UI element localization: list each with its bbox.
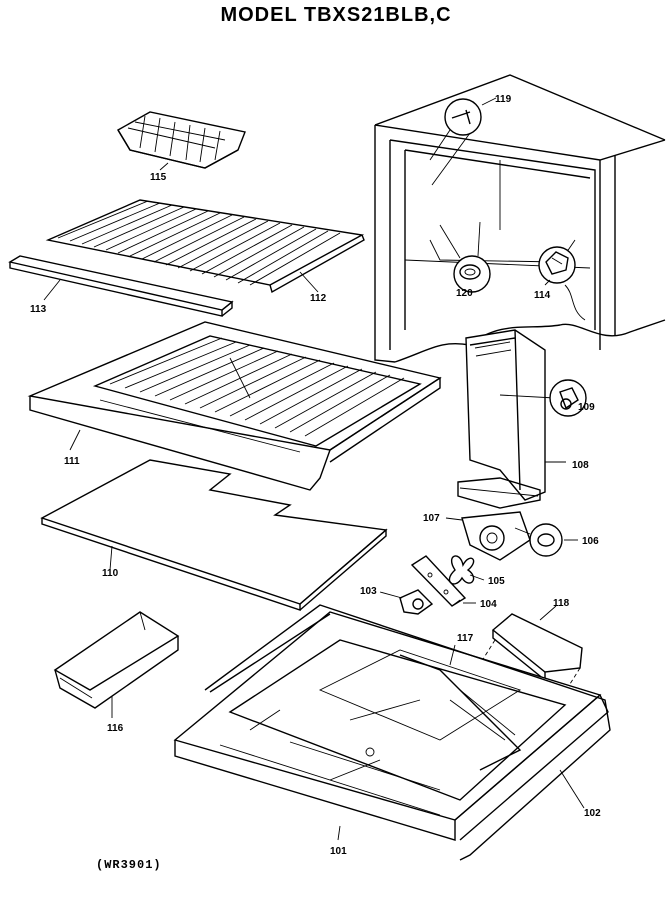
model-title: MODEL TBXS21BLB,C (220, 4, 452, 26)
callout-109: 109 (578, 402, 595, 413)
fan-grommet-detail (514, 523, 578, 557)
callout-112: 112 (310, 293, 327, 304)
callout-105: 105 (488, 576, 505, 587)
callout-111: 111 (64, 456, 80, 467)
leader-111 (69, 429, 81, 451)
callout-113: 113 (30, 304, 47, 315)
fan-motor-bracket (410, 555, 467, 607)
fan-motor (379, 589, 434, 615)
glass-panel (40, 459, 388, 611)
shelf-rail (8, 255, 234, 317)
callout-115: 115 (150, 172, 167, 183)
callout-120: 120 (456, 288, 473, 299)
fan-blade (448, 555, 485, 585)
meat-pan-frame (173, 611, 609, 841)
damper-detail (538, 246, 576, 286)
callout-117: 117 (457, 633, 474, 644)
evaporator-cover (457, 329, 566, 509)
bumper-detail (439, 221, 491, 293)
callout-119: 119 (495, 94, 512, 105)
door-bin (53, 611, 180, 709)
screw-detail-109 (549, 379, 587, 417)
callout-108: 108 (572, 460, 589, 471)
freezer-cabinet (374, 74, 666, 363)
ice-tray (117, 111, 246, 169)
wire-shelf (45, 199, 365, 294)
plug-detail (429, 97, 497, 186)
meat-pan-rail (204, 604, 611, 861)
callout-118: 118 (553, 598, 570, 609)
callout-103: 103 (360, 586, 377, 597)
callout-106: 106 (582, 536, 599, 547)
crisper-cover-frame (27, 321, 442, 491)
callout-102: 102 (584, 808, 601, 819)
callout-110: 110 (102, 568, 119, 579)
callout-116: 116 (107, 723, 124, 734)
callout-107: 107 (423, 513, 440, 524)
callout-104: 104 (480, 599, 497, 610)
leader-115 (159, 162, 169, 171)
callout-101: 101 (330, 846, 347, 857)
leader-112 (299, 271, 319, 293)
diagram-code: (WR3901) (96, 858, 162, 872)
fan-bracket (445, 511, 531, 561)
leader-113 (43, 279, 61, 301)
leader-110 (109, 545, 113, 571)
callout-114: 114 (534, 290, 551, 301)
